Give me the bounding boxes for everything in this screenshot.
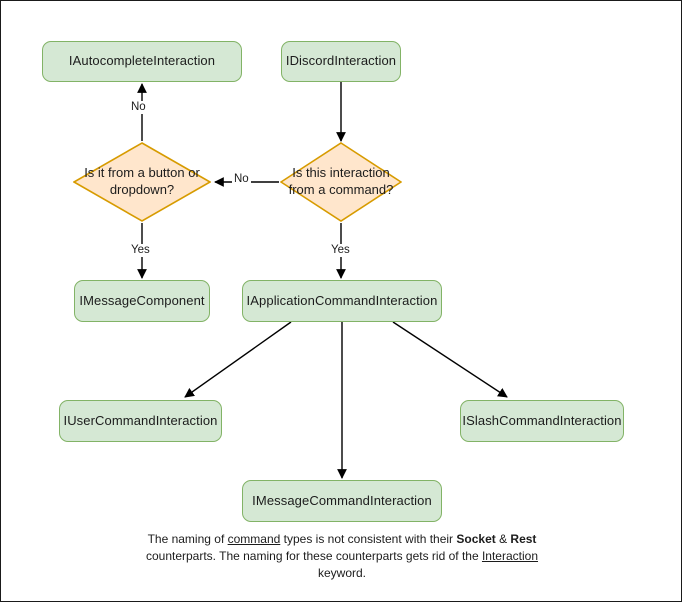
diagram-caption: The naming of command types is not consi…: [142, 531, 542, 582]
node-discord-interaction[interactable]: IDiscordInteraction: [281, 41, 401, 82]
diamond-shape: [73, 142, 211, 222]
edge-label-yes-message-component: Yes: [129, 244, 152, 257]
node-autocomplete-interaction[interactable]: IAutocompleteInteraction: [42, 41, 242, 82]
node-label: ISlashCommandInteraction: [462, 412, 622, 428]
node-user-command-interaction[interactable]: IUserCommandInteraction: [59, 400, 222, 442]
node-label: IAutocompleteInteraction: [68, 53, 216, 69]
node-label: IApplicationCommandInteraction: [246, 292, 438, 308]
node-application-command-interaction[interactable]: IApplicationCommandInteraction: [242, 280, 442, 322]
node-message-component[interactable]: IMessageComponent: [74, 280, 210, 322]
node-label: IDiscordInteraction: [285, 53, 397, 69]
caption-text-4: counterparts gets rid of the: [335, 549, 482, 564]
node-label: IMessageComponent: [79, 292, 205, 308]
caption-underline-interaction: Interaction: [481, 549, 539, 564]
edge-label-yes-app-command: Yes: [329, 244, 352, 257]
node-label: IUserCommandInteraction: [63, 412, 218, 428]
caption-bold-rest: Rest: [510, 532, 537, 546]
node-slash-command-interaction[interactable]: ISlashCommandInteraction: [460, 400, 624, 442]
caption-text-1: The naming of: [147, 532, 228, 546]
node-label: IMessageCommandInteraction: [252, 492, 432, 508]
caption-text-5: keyword.: [317, 566, 367, 581]
caption-ampersand: &: [495, 532, 511, 546]
node-message-command-interaction[interactable]: IMessageCommandInteraction: [242, 480, 442, 522]
caption-underline-command: command: [227, 532, 281, 546]
node-command-decision[interactable]: Is this interaction from a command?: [280, 142, 402, 222]
diamond-shape: [280, 142, 402, 222]
caption-text-2: types is not consistent with their: [280, 532, 454, 546]
caption-bold-socket: Socket: [456, 532, 496, 546]
edge-app-command-to-user-command: [184, 321, 292, 398]
edge-label-no-autocomplete: No: [129, 101, 148, 114]
node-button-dropdown-decision[interactable]: Is it from a button or dropdown?: [73, 142, 211, 222]
caption-text-3: counterparts. The naming for these: [145, 549, 333, 564]
edge-app-command-to-slash-command: [392, 321, 508, 398]
edge-label-no-between-decisions: No: [232, 173, 251, 186]
